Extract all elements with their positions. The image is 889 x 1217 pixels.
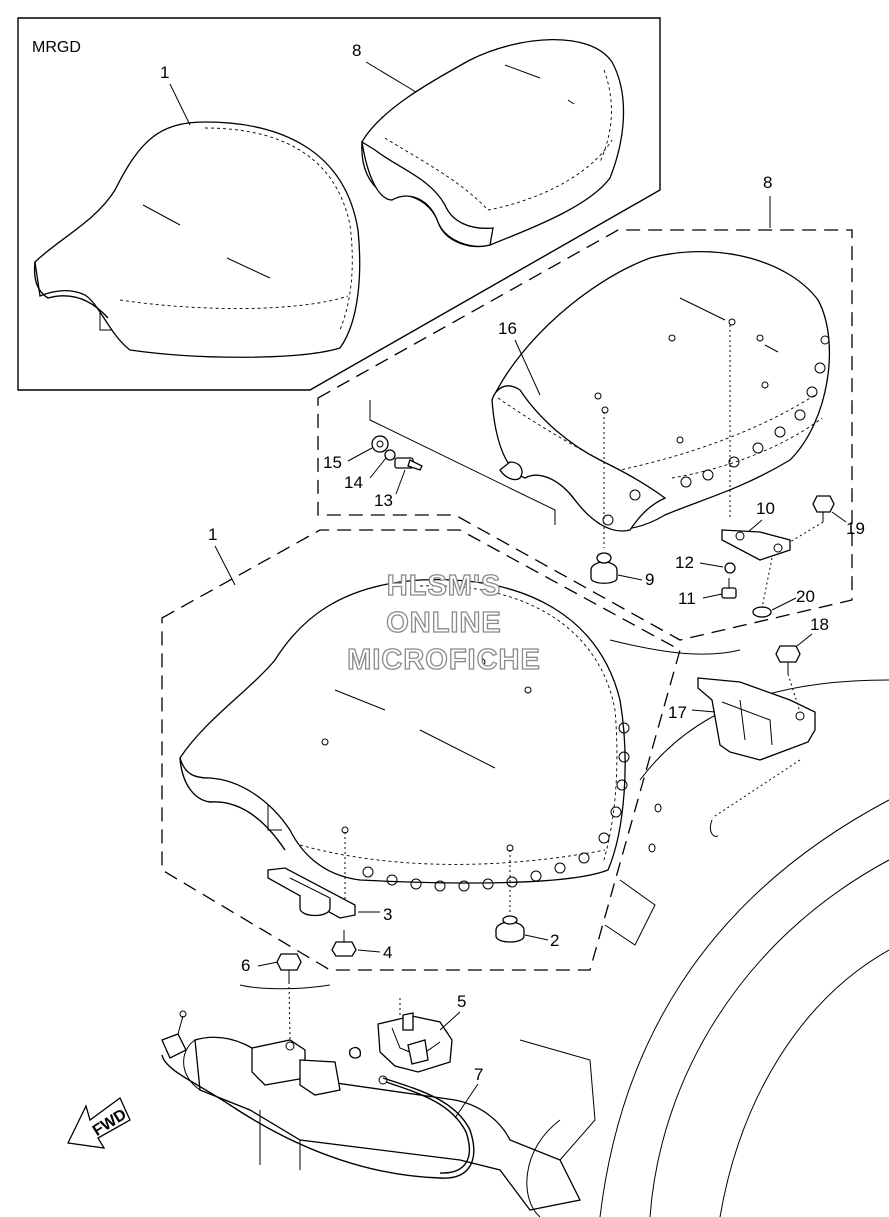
bolt-13 bbox=[394, 457, 423, 471]
callout-18: 18 bbox=[810, 615, 829, 634]
rider-seat-illustration bbox=[179, 578, 630, 892]
callout-13: 13 bbox=[374, 491, 393, 510]
variant-label: MRGD bbox=[32, 39, 81, 56]
callout-9: 9 bbox=[645, 570, 654, 589]
watermark-line-2: ONLINE bbox=[386, 607, 502, 639]
passenger-seat-illustration bbox=[491, 251, 831, 532]
mrgd-rider-seat-illustration bbox=[33, 121, 361, 358]
bolt-18 bbox=[775, 645, 801, 674]
bolt-11 bbox=[721, 578, 737, 599]
callout-6: 6 bbox=[241, 956, 250, 975]
mrgd-passenger-seat-illustration bbox=[361, 39, 625, 248]
callout-1: 1 bbox=[208, 525, 217, 544]
callout-5: 5 bbox=[457, 992, 466, 1011]
forward-arrow-icon: FWD bbox=[67, 1097, 131, 1149]
watermark: HLSM'S ONLINE MICROFICHE bbox=[347, 569, 541, 676]
bracket-10 bbox=[721, 529, 791, 561]
lock-washer-14 bbox=[384, 449, 396, 461]
callout-17: 17 bbox=[668, 703, 687, 722]
washer-15 bbox=[371, 435, 389, 453]
callout-8: 8 bbox=[763, 173, 772, 192]
callout-20: 20 bbox=[796, 587, 815, 606]
callout-12: 12 bbox=[675, 553, 694, 572]
damper-9 bbox=[590, 552, 618, 584]
callout-11: 11 bbox=[678, 589, 696, 608]
callout-15: 15 bbox=[323, 453, 342, 472]
washer-12 bbox=[724, 562, 736, 574]
passenger-seat-group: 8 16 bbox=[317, 173, 865, 641]
lower-frame bbox=[183, 984, 596, 1217]
callout-4: 4 bbox=[383, 943, 392, 962]
bolt-6 bbox=[276, 953, 302, 982]
watermark-line-1: HLSM'S bbox=[387, 570, 501, 602]
rider-seat-group: 1 bbox=[161, 525, 681, 971]
callout-14: 14 bbox=[344, 473, 363, 492]
bolt-19 bbox=[812, 495, 835, 522]
callout-10: 10 bbox=[756, 499, 775, 518]
cable-7 bbox=[161, 1010, 475, 1179]
callout-3: 3 bbox=[383, 905, 392, 924]
rider-seat-rivets bbox=[362, 722, 630, 892]
washer-20 bbox=[752, 606, 772, 618]
callout-2: 2 bbox=[550, 931, 559, 950]
plate-3 bbox=[267, 867, 356, 919]
mrgd-inset-box: MRGD 1 8 bbox=[17, 17, 661, 391]
callout-7: 7 bbox=[474, 1065, 483, 1084]
damper-2 bbox=[495, 915, 525, 943]
callout-19: 19 bbox=[846, 519, 865, 538]
bracket-17 bbox=[697, 677, 816, 761]
seat-rivets bbox=[602, 335, 830, 526]
callout-8-inset: 8 bbox=[352, 41, 361, 60]
callout-1-inset: 1 bbox=[160, 63, 169, 82]
watermark-line-3: MICROFICHE bbox=[347, 644, 541, 676]
seat-switch-5 bbox=[349, 1012, 453, 1073]
bolt-4 bbox=[331, 930, 357, 957]
callout-16: 16 bbox=[498, 319, 517, 338]
